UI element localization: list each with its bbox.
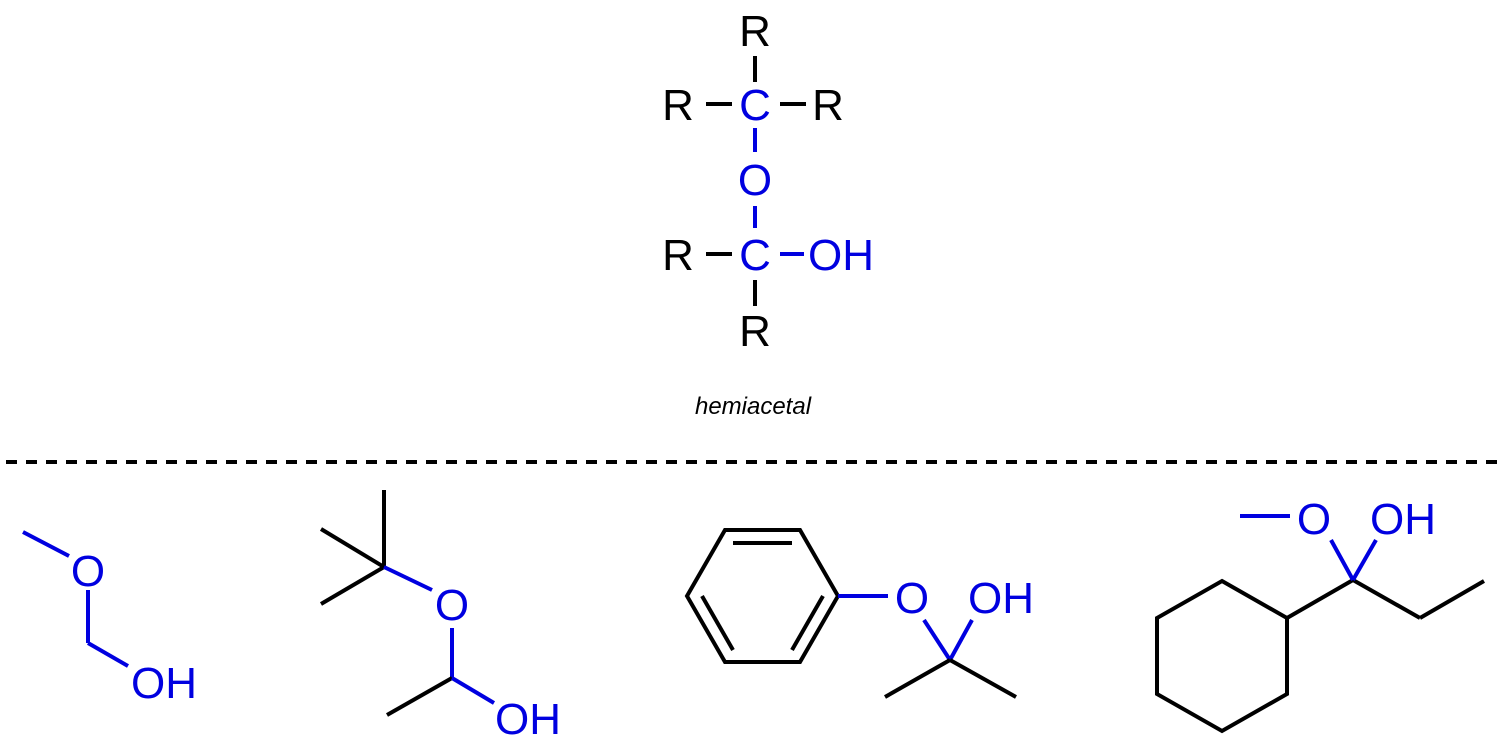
bond: [922, 618, 952, 662]
general-hemiacetal-structure: R R C R O R C OH R hemiacetal: [662, 7, 874, 420]
c-upper-label: C: [739, 81, 771, 130]
bond: [319, 565, 386, 606]
hydroxyl-label: OH: [968, 574, 1034, 623]
r-upper-left-label: R: [662, 81, 694, 130]
bond: [450, 676, 496, 705]
bond: [383, 565, 433, 592]
oh-label: OH: [808, 231, 874, 280]
oxygen-label: O: [71, 547, 105, 596]
oxygen-label: O: [895, 574, 929, 623]
bond: [1418, 579, 1486, 620]
c-lower-label: C: [739, 231, 771, 280]
bond: [948, 619, 974, 661]
oxygen-label: O: [1297, 495, 1331, 544]
bond: [884, 658, 951, 699]
oxygen-label: O: [435, 581, 469, 630]
bond: [22, 530, 70, 558]
bond: [87, 641, 129, 668]
r-bottom-label: R: [739, 307, 771, 356]
example-tert-butoxy-ethanol: O OH: [319, 490, 561, 742]
example-cyclohexyl-methoxy-propanol: O OH: [1155, 495, 1486, 734]
aromatic-inner-bond: [790, 595, 825, 651]
bond: [1329, 539, 1355, 581]
r-top-label: R: [739, 7, 771, 56]
cyclohexane-ring: [1155, 578, 1289, 734]
bond: [386, 676, 453, 717]
example-phenoxy-propanol: O OH: [684, 528, 1034, 699]
aromatic-inner-bond: [700, 595, 735, 651]
r-lower-left-label: R: [662, 231, 694, 280]
hydroxyl-label: OH: [131, 659, 197, 708]
r-upper-right-label: R: [812, 81, 844, 130]
hydroxyl-label: OH: [495, 695, 561, 742]
hydroxyl-label: OH: [1370, 495, 1436, 544]
bond: [1286, 578, 1354, 620]
bond: [1351, 539, 1378, 581]
structure-caption: hemiacetal: [695, 393, 812, 420]
benzene-ring: [684, 528, 841, 664]
example-methoxymethanol: O OH: [22, 530, 197, 708]
o-middle-label: O: [738, 156, 772, 205]
bond: [949, 658, 1017, 699]
bond: [319, 527, 386, 569]
bond: [1352, 578, 1421, 620]
